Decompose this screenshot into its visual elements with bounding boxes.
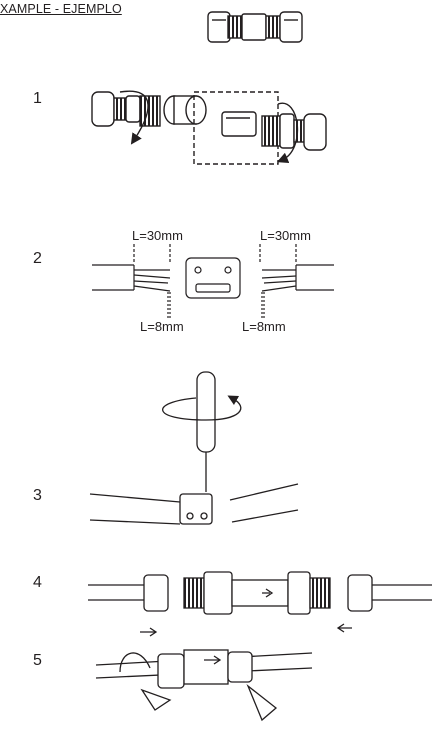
step2-cable-prep [92, 244, 334, 318]
right-wire-length-label: L=8mm [242, 319, 286, 334]
step-number-5: 5 [33, 652, 42, 669]
step-number-4: 4 [33, 574, 42, 591]
step-number-1: 1 [33, 90, 42, 107]
connector-overview-icon [207, 11, 303, 43]
step-number-3: 3 [33, 487, 42, 504]
left-strip-length-label: L=30mm [132, 228, 183, 243]
right-strip-length-label: L=30mm [260, 228, 311, 243]
step-number-2: 2 [33, 250, 42, 267]
step4-assembly [88, 571, 432, 637]
step3-screwdriver [89, 371, 299, 525]
step1-exploded-parts [91, 90, 327, 165]
step5-wrenches [95, 649, 313, 722]
page-title: XAMPLE - EJEMPLO [0, 2, 122, 16]
left-wire-length-label: L=8mm [140, 319, 184, 334]
